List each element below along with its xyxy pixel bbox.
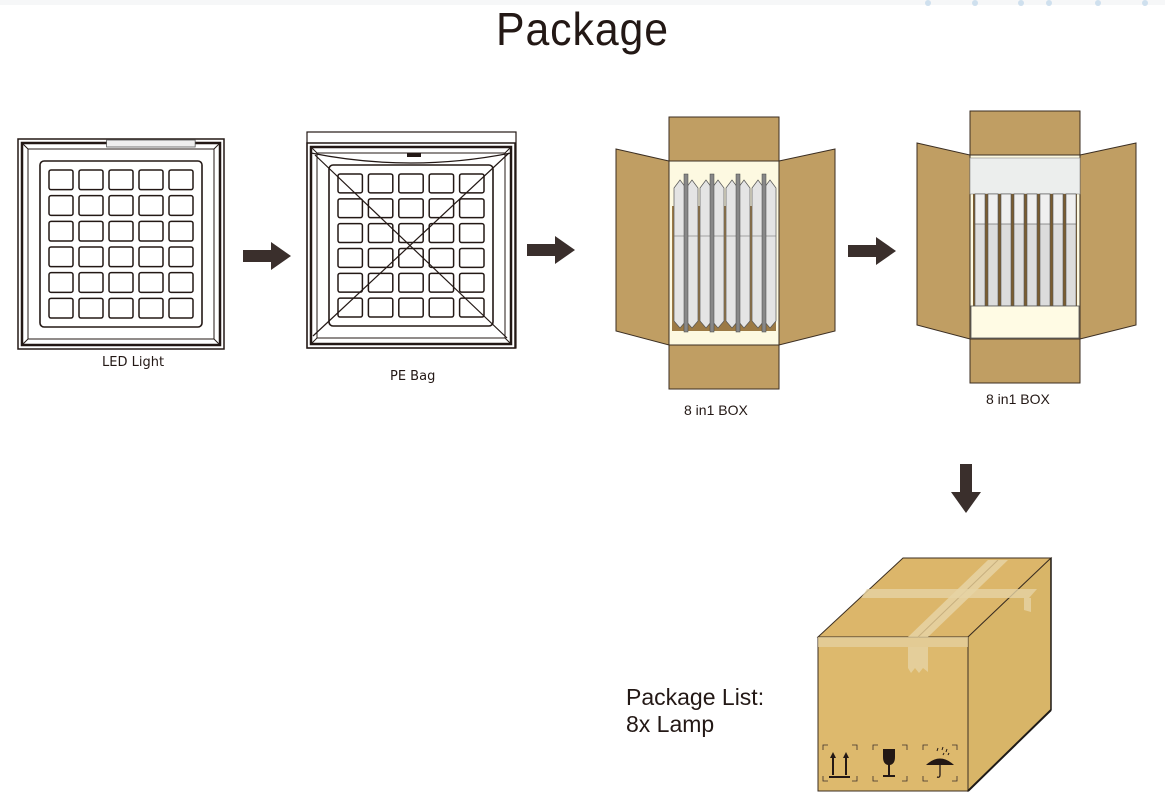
led-panel-icon — [17, 138, 225, 350]
step-label-8in1-box: 8 in1 BOX — [684, 402, 748, 418]
decor-dot — [1046, 0, 1052, 6]
top-strip — [0, 0, 1165, 6]
decor-dot — [972, 0, 978, 6]
page-title: Package — [495, 3, 669, 55]
keep-dry-icon — [922, 744, 958, 782]
package-list-item: 8x Lamp — [626, 711, 715, 737]
open-box-with-foam-icon — [916, 110, 1137, 384]
this-way-up-icon — [822, 744, 858, 782]
pe-bag-panel-icon — [306, 131, 517, 349]
sealed-carton-icon — [816, 556, 1053, 793]
arrow-right-icon — [527, 236, 575, 264]
arrow-right-icon — [848, 237, 896, 265]
decor-dot — [1095, 0, 1101, 6]
decor-dot — [1142, 0, 1148, 6]
package-list-heading: Package List: — [626, 684, 765, 710]
arrow-down-icon — [951, 464, 981, 513]
fragile-icon — [872, 744, 908, 782]
open-box-with-panels-icon — [615, 116, 836, 390]
arrow-right-icon — [243, 242, 291, 270]
step-label-8in1-box-foam: 8 in1 BOX — [986, 391, 1050, 407]
package-list: Package List: 8x Lamp — [626, 684, 764, 738]
decor-dot — [925, 0, 931, 6]
step-label-led-light: LED Light — [102, 355, 165, 370]
decor-dot — [1018, 0, 1024, 6]
step-label-pe-bag: PE Bag — [390, 369, 436, 384]
